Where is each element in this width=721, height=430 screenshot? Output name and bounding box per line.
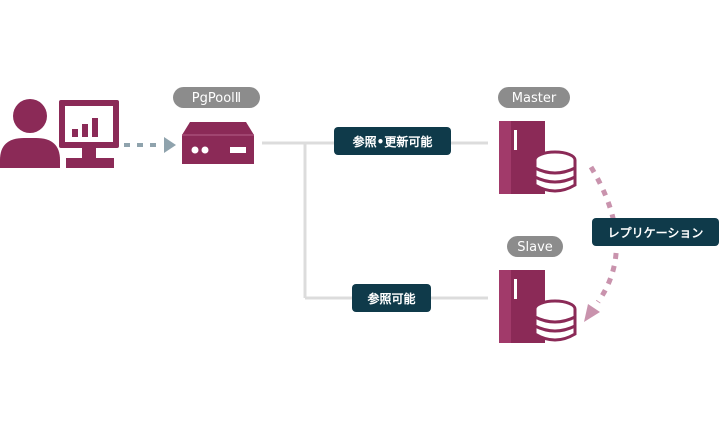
user-with-monitor-icon [0,99,119,168]
edge-label-replication: レプリケーション [592,218,719,246]
server-tower-database-icon [499,121,577,194]
node-label-pill [507,236,563,257]
edge-label-text: レプリケーション [608,225,704,240]
arrow-head-icon [164,137,176,153]
edge-label-text: 参照•更新可能 [353,134,433,149]
node-slave: Slave [499,236,577,343]
node-label: PgPoolⅡ [192,91,241,106]
replication-arrow [584,165,619,322]
server-tower-database-icon [499,270,577,343]
node-master: Master [498,87,577,194]
monitor-base [66,158,114,168]
chart-bar-2 [82,124,88,137]
monitor-stand [82,148,96,158]
edge-label-read-only: 参照可能 [352,284,431,312]
chart-bar-1 [72,129,78,137]
node-label-pill [498,87,570,108]
client-to-pgpool-arrow [124,137,176,153]
server-box-icon [182,122,254,164]
node-label: Slave [517,240,553,255]
user-head [13,99,47,133]
edge-label-text: 参照可能 [367,291,415,306]
user-body [0,138,60,168]
node-pgpool: PgPoolⅡ [173,87,260,164]
node-label-pill [173,87,260,108]
edge-label-read-write: 参照•更新可能 [334,127,451,155]
node-label: Master [512,91,557,106]
connectors [262,141,488,300]
replication-arrow-head-icon [584,304,600,322]
chart-bar-3 [92,118,98,137]
